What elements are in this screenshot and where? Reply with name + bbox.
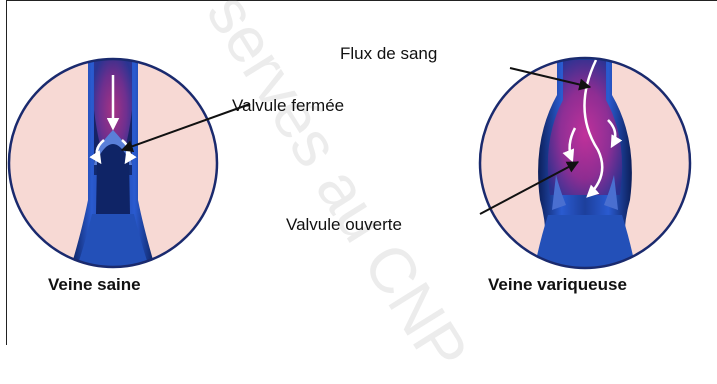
- varicose-vein-illustration: [478, 56, 692, 270]
- caption-veine-saine: Veine saine: [48, 275, 141, 294]
- healthy-vein-illustration: [7, 57, 219, 269]
- callout-line-valvule-fermee: [120, 103, 251, 152]
- label-valvule-fermee: Valvule fermée: [232, 96, 345, 115]
- label-valvule-ouverte: Valvule ouverte: [286, 215, 402, 234]
- caption-veine-variqueuse: Veine variqueuse: [488, 275, 627, 294]
- vein-illustrations: [7, 56, 692, 270]
- label-flux-de-sang: Flux de sang: [340, 44, 438, 63]
- callout-line-flux-de-sang: [509, 67, 592, 91]
- diagram-frame: [6, 0, 717, 345]
- callout-line-valvule-ouverte: [479, 161, 580, 215]
